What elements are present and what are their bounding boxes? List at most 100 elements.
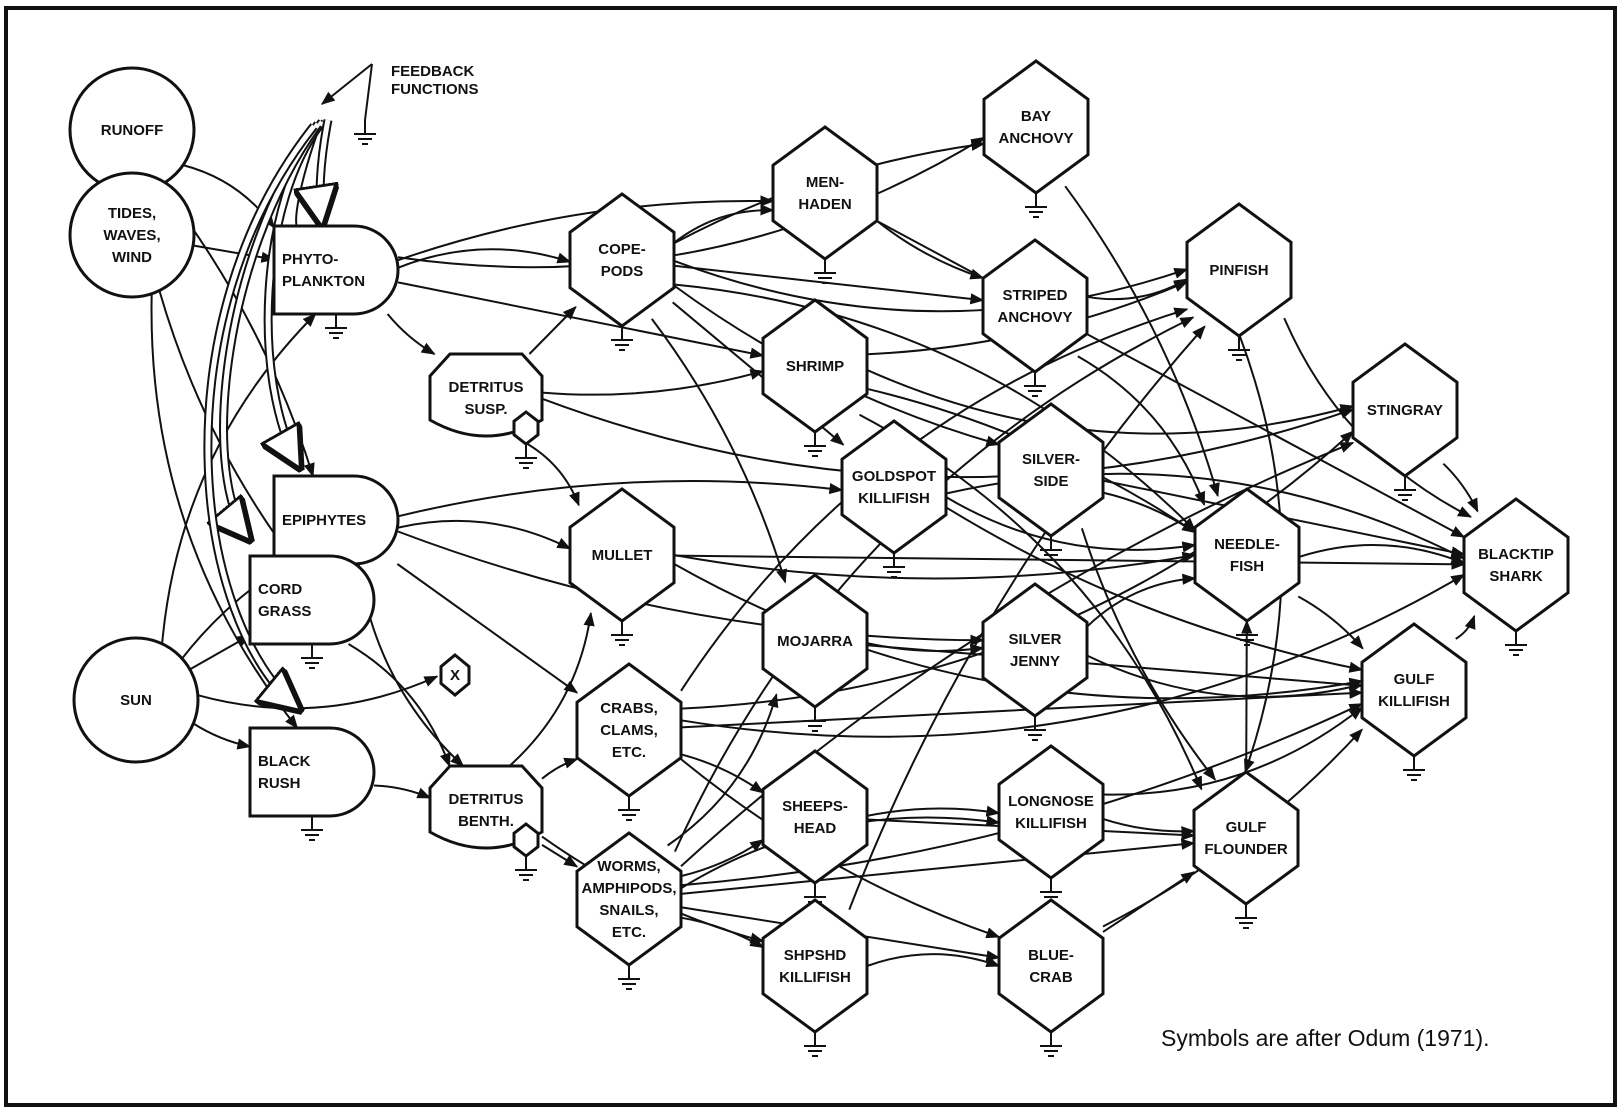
- flow-arrow-sun-to-multiplier: [197, 675, 439, 710]
- flow-arrow-copepods-to-mojarra: [651, 318, 787, 584]
- storage-hexagon-icon: [512, 822, 540, 858]
- node-detritus_benth: DETRITUS BENTH.: [428, 764, 544, 881]
- node-label: HEAD: [794, 820, 837, 837]
- heat-sink-ground-icon: [325, 314, 347, 339]
- source-circle: [68, 171, 196, 299]
- node-label: BLACK: [258, 753, 311, 770]
- flow-arrow-gulfkillifish-to-blacktip: [1455, 614, 1476, 640]
- flow-arrow-crabs-to-blacktip: [680, 573, 1466, 738]
- flow-arrow-silverside-to-gulfflounder: [1080, 527, 1216, 781]
- node-label: PINFISH: [1209, 262, 1268, 279]
- node-label: WAVES,: [103, 227, 160, 244]
- flow-arrow-shpshd-to-bluecrab: [866, 953, 1001, 967]
- heat-sink-ground-icon: [883, 553, 905, 578]
- flow-arrow-shpshd-to-pinfish: [848, 325, 1206, 910]
- node-label: SIDE: [1033, 473, 1068, 490]
- flow-arrow-silverside-to-needlefish: [1102, 491, 1197, 534]
- node-label: SHRIMP: [786, 358, 844, 375]
- node-sun: SUN: [72, 636, 200, 764]
- flow-arrow-phytoplankton-to-bayanchovy: [397, 136, 986, 269]
- heat-sink-ground-icon: [804, 1032, 826, 1057]
- flow-arrow-copepods-to-menhaden: [673, 204, 775, 244]
- feedback-to-blackrush-inner: [205, 124, 316, 710]
- heat-sink-ground-icon: [1024, 372, 1046, 397]
- consumer-hexagon: [997, 898, 1105, 1034]
- node-label: GRASS: [258, 603, 311, 620]
- node-label: KILLIFISH: [1015, 815, 1087, 832]
- node-label: PLANKTON: [282, 273, 365, 290]
- node-label: X: [450, 667, 460, 684]
- node-label: NEEDLE-: [1214, 536, 1280, 553]
- node-label: CLAMS,: [600, 722, 658, 739]
- node-label: DETRITUS: [449, 791, 524, 808]
- consumer-hexagon: [982, 59, 1090, 195]
- heat-sink-ground-icon: [1505, 631, 1527, 656]
- heat-sink-ground-icon: [814, 259, 836, 284]
- consumer-hexagon: [840, 419, 948, 555]
- node-label: RUSH: [258, 775, 301, 792]
- flow-arrow-stripedanchovy-to-needlefish: [1077, 355, 1206, 507]
- heat-sink-ground-icon: [515, 856, 537, 881]
- flow-arrow-phytoplankton-to-detritus_susp: [386, 313, 436, 355]
- flow-arrow-detritus_susp-to-copepods: [528, 306, 577, 355]
- storage-tank: [428, 352, 544, 438]
- heat-sink-ground-icon: [301, 816, 323, 841]
- heat-sink-ground-icon: [804, 432, 826, 457]
- storage-tank: [428, 764, 544, 850]
- feedback-label-line1: FEEDBACK: [391, 63, 475, 80]
- node-shrimp: SHRIMP: [761, 298, 869, 457]
- node-phytoplankton: PHYTO-PLANKTON: [272, 224, 400, 339]
- node-label: ANCHOVY: [998, 130, 1073, 147]
- flow-arrow-phytoplankton-to-menhaden: [397, 195, 775, 262]
- node-label: KILLIFISH: [1378, 693, 1450, 710]
- feedback-signal-line: [364, 63, 373, 121]
- node-label: BAY: [1021, 108, 1051, 125]
- node-label: ANCHOVY: [997, 309, 1072, 326]
- node-label: CORD: [258, 581, 302, 598]
- node-tides: TIDES,WAVES,WIND: [68, 171, 196, 299]
- node-label: COPE-: [598, 241, 646, 258]
- flow-arrow-bayanchovy-to-needlefish: [1064, 185, 1220, 498]
- flow-arrow-mullet-to-needlefish: [673, 551, 1197, 580]
- node-label: MOJARRA: [777, 633, 853, 650]
- node-label: MEN-: [806, 174, 844, 191]
- heat-sink-ground-icon: [618, 965, 640, 990]
- flow-arrow-worms-to-gulfflounder: [680, 838, 1196, 895]
- node-label: SHEEPS-: [782, 798, 848, 815]
- consumer-hexagon: [575, 831, 683, 967]
- node-label: DETRITUS: [449, 379, 524, 396]
- node-cordgrass: CORD GRASS: [248, 554, 376, 669]
- flow-arrow-copepods-to-stripedanchovy: [673, 264, 985, 305]
- node-label: STINGRAY: [1367, 402, 1443, 419]
- node-label: LONGNOSE: [1008, 793, 1094, 810]
- node-label: BLACKTIP: [1478, 546, 1554, 563]
- heat-sink-ground-icon: [1040, 1032, 1062, 1057]
- flow-arrow-worms-to-shpshd: [680, 916, 765, 949]
- consumer-hexagon: [997, 402, 1105, 538]
- node-label: SILVER-: [1022, 451, 1080, 468]
- node-silverside: SILVER- SIDE: [997, 402, 1105, 561]
- node-label: WIND: [112, 249, 152, 266]
- consumer-hexagon: [997, 744, 1105, 880]
- flow-arrow-mojarra-to-silverjenny: [866, 642, 985, 656]
- flow-arrow-phytoplankton-to-shrimp: [397, 281, 765, 359]
- node-crabs: CRABS,CLAMS,ETC.: [575, 662, 683, 821]
- flow-arrow-longnose-to-gulfflounder: [1102, 817, 1196, 838]
- flow-arrow-detritus_benth-to-crabs: [541, 757, 579, 780]
- consumer-hexagon: [1193, 487, 1301, 623]
- node-label: SNAILS,: [599, 902, 658, 919]
- flow-arrow-detritus_susp-to-mullet: [523, 441, 580, 507]
- flow-arrow-blackrush-to-detritus_benth: [373, 784, 432, 799]
- node-longnose: LONGNOSE KILLIFISH: [997, 744, 1105, 903]
- node-needlefish: NEEDLE-FISH: [1193, 487, 1301, 646]
- node-label: JENNY: [1010, 653, 1060, 670]
- node-label: KILLIFISH: [858, 490, 930, 507]
- heat-sink-ground-icon: [1403, 756, 1425, 781]
- node-label: BENTH.: [458, 813, 514, 830]
- node-blackrush: BLACK RUSH: [248, 726, 376, 841]
- producer-symbol: [272, 224, 400, 316]
